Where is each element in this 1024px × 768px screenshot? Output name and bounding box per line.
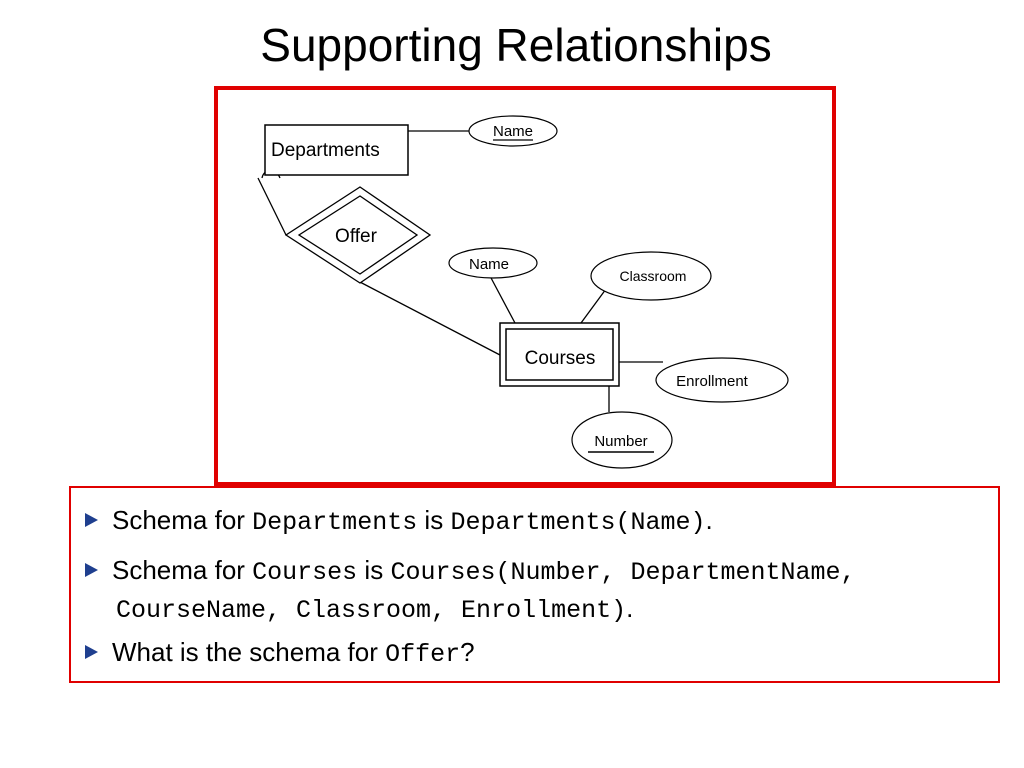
bullet-text: What is the schema for: [112, 637, 386, 667]
attr-course-name: [448, 247, 538, 279]
slide-title: Supporting Relationships: [260, 19, 772, 71]
bullet-offer-question: What is the schema for Offer?: [85, 634, 475, 673]
attr-classroom: [590, 251, 712, 301]
course-name-connector: [489, 275, 516, 324]
entity-departments: [264, 124, 409, 176]
code-term: CourseName, Classroom, Enrollment): [116, 596, 627, 625]
entity-courses-label: Courses: [525, 348, 596, 369]
bullet-box: Schema for Departments is Departments(Na…: [69, 486, 1000, 683]
relationship-offer-inner: [297, 195, 419, 275]
attr-enrollment: [655, 357, 789, 403]
bullet-text: is: [417, 505, 451, 535]
attr-number: [571, 411, 673, 469]
attr-enrollment-label: Enrollment: [676, 373, 749, 390]
attr-number-label: Number: [594, 433, 647, 450]
attr-dept-name: [468, 115, 558, 147]
relationship-offer-label: Offer: [335, 226, 378, 247]
bullet-text: is: [357, 555, 391, 585]
bullet-text: .: [705, 505, 713, 535]
bullet-text: Schema for: [112, 505, 253, 535]
code-term: Departments: [252, 508, 418, 537]
attr-course-name-label: Name: [469, 256, 509, 273]
bullet-arrow-icon: [85, 563, 98, 577]
bullet-departments-schema: Schema for Departments is Departments(Na…: [85, 502, 713, 541]
entity-courses-inner: [505, 328, 614, 381]
bullet-courses-schema-continued: CourseName, Classroom, Enrollment).: [116, 590, 633, 629]
er-connectors: [257, 130, 663, 412]
er-diagram: Departments Name Offer Name Classroom Co…: [257, 115, 789, 469]
bullet-text: ?: [460, 637, 475, 667]
bullet-arrow-icon: [85, 513, 98, 527]
bullet-text: .: [626, 593, 634, 623]
er-diagram-frame: Departments Name Offer Name Classroom Co…: [214, 86, 836, 486]
classroom-connector: [580, 288, 607, 324]
code-term: Courses: [252, 558, 358, 587]
code-term: Courses(Number, DepartmentName,: [390, 558, 856, 587]
attr-classroom-label: Classroom: [620, 268, 687, 284]
code-term: Departments(Name): [450, 508, 706, 537]
code-term: Offer: [385, 640, 461, 669]
attr-dept-name-label: Name: [493, 123, 533, 140]
bullet-text: Schema for: [112, 555, 253, 585]
offer-departments-connector: [257, 177, 287, 236]
bullet-arrow-icon: [85, 645, 98, 659]
offer-courses-connector: [357, 280, 501, 356]
entity-departments-label: Departments: [271, 140, 380, 161]
bullet-courses-schema: Schema for Courses is Courses(Number, De…: [85, 552, 856, 591]
